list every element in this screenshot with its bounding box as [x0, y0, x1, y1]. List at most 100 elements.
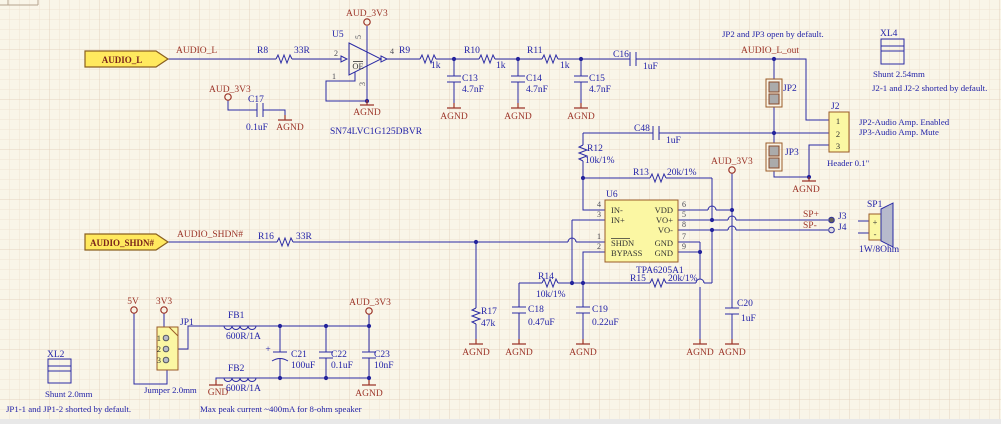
- svg-text:AGND: AGND: [569, 348, 597, 358]
- svg-text:AGND: AGND: [504, 112, 532, 122]
- capacitor-c17: C17 0.1uF: [246, 95, 268, 133]
- svg-text:0.22uF: 0.22uF: [592, 318, 619, 328]
- sp1-plus: +: [873, 217, 878, 227]
- capacitor-c14: C14 4.7nF: [511, 74, 548, 95]
- svg-text:C18: C18: [528, 305, 544, 315]
- capacitors[interactable]: C13 4.7nF C14 4.7nF C15 4.7nF C16 1uF C1…: [246, 50, 756, 371]
- agnd-c14: AGND: [504, 103, 532, 122]
- shunt-xl4[interactable]: XL4 Shunt 2.54mm: [873, 29, 925, 79]
- u5-ref: U5: [332, 30, 344, 40]
- wires[interactable]: [133, 26, 869, 385]
- ic-u5[interactable]: OE U5 SN74LVC1G125DBVR 2 4 1 5 3: [330, 30, 423, 137]
- svg-text:C14: C14: [526, 74, 542, 84]
- jp2-ref: JP2: [783, 84, 797, 94]
- power-pins[interactable]: AUD_3V3 AUD_3V3 AUD_3V3 AUD_3V3 5V 3V3: [127, 9, 753, 315]
- svg-text:R10: R10: [464, 46, 480, 56]
- u5-pin3: 3: [358, 82, 367, 86]
- connector-j4[interactable]: J4: [828, 223, 847, 234]
- agnd-c19: AGND: [569, 339, 597, 358]
- capacitor-c19: C19 0.22uF: [576, 305, 619, 328]
- connector-j2[interactable]: J2 1 2 3 Header 0.1": [827, 102, 870, 168]
- ferrite-beads[interactable]: FB1 600R/1A FB2 600R/1A: [223, 311, 261, 394]
- u5-part: SN74LVC1G125DBVR: [330, 127, 423, 137]
- jp1-desc: Jumper 2.0mm: [144, 385, 197, 395]
- jumper-jp1[interactable]: 1 2 3 JP1 Jumper 2.0mm: [144, 318, 197, 395]
- note-jp23-open: JP2 and JP3 open by default.: [722, 29, 824, 39]
- u6-pinno-9: 9: [682, 242, 686, 251]
- capacitor-c48: C48 1uF: [634, 124, 681, 146]
- svg-text:0.1uF: 0.1uF: [331, 361, 353, 371]
- ferrite-fb2: FB2 600R/1A: [223, 364, 261, 394]
- note-jp3-mute: JP3-Audio Amp. Mute: [859, 127, 939, 137]
- svg-text:C13: C13: [462, 74, 478, 84]
- u6-pinno-5: 5: [682, 210, 686, 219]
- svg-text:R12: R12: [587, 144, 603, 154]
- u6-pinno-4: 4: [597, 200, 601, 209]
- resistor-r12: R12 10k/1%: [577, 144, 615, 166]
- agnd-c15: AGND: [567, 103, 595, 122]
- u6-pinno-8: 8: [682, 220, 686, 229]
- u6-pin-bypass: BYPASS: [611, 248, 643, 258]
- svg-text:1uF: 1uF: [643, 62, 658, 72]
- u6-pinno-7: 7: [682, 232, 686, 241]
- svg-text:4.7nF: 4.7nF: [462, 85, 484, 95]
- resistor-r14: R14 10k/1%: [536, 272, 566, 300]
- net-labels: AUDIO_L AUDIO_SHDN# AUDIO_L_out SP+ SP-: [176, 46, 819, 240]
- svg-text:FB1: FB1: [228, 311, 245, 321]
- speaker-sp1[interactable]: + - SP1 1W/8Ohm: [859, 200, 900, 255]
- capacitor-c20: C20 1uF: [725, 299, 756, 324]
- svg-text:C16: C16: [613, 50, 629, 60]
- j2-ref: J2: [831, 102, 840, 112]
- jp1-ref: JP1: [180, 318, 194, 328]
- svg-text:1k: 1k: [560, 61, 570, 71]
- svg-text:C22: C22: [331, 350, 347, 360]
- u6-pinno-2: 2: [597, 242, 601, 251]
- shunt-xl2[interactable]: XL2 Shunt 2.0mm: [45, 350, 93, 399]
- power-aud3v3-u5: AUD_3V3: [346, 9, 388, 19]
- xl2-desc: Shunt 2.0mm: [45, 389, 93, 399]
- capacitor-c21: + C21 100uF: [265, 345, 315, 371]
- svg-text:0.1uF: 0.1uF: [246, 123, 268, 133]
- svg-text:4.7nF: 4.7nF: [526, 85, 548, 95]
- u6-part: TPA6205A1: [636, 266, 684, 276]
- sheet-border-corner: [0, 0, 39, 6]
- connector-j3[interactable]: J3: [828, 212, 847, 224]
- jp1-pin2: 2: [157, 344, 161, 354]
- j2-desc: Header 0.1": [827, 158, 870, 168]
- xl4-ref: XL4: [880, 29, 898, 39]
- agnd-c20: AGND: [718, 339, 746, 358]
- agnd-c13: AGND: [440, 103, 468, 122]
- port-audio-shdn[interactable]: AUDIO_SHDN#: [84, 233, 170, 251]
- net-label-sp-plus: SP+: [803, 210, 819, 220]
- svg-text:20k/1%: 20k/1%: [667, 168, 697, 178]
- svg-text:33R: 33R: [296, 232, 313, 242]
- gnd-fb2: GND: [208, 380, 228, 398]
- svg-text:AGND: AGND: [718, 348, 746, 358]
- capacitor-c23: C23 10nF: [362, 350, 394, 371]
- jumper-jp3[interactable]: JP3: [765, 142, 799, 172]
- u5-oe-label: OE: [352, 61, 363, 71]
- xl4-desc: Shunt 2.54mm: [873, 69, 925, 79]
- power-5v: 5V: [127, 297, 139, 307]
- u6-pin-in-plus: IN+: [611, 215, 625, 225]
- jumper-jp2[interactable]: JP2: [765, 78, 797, 108]
- agnd-u6-gnd: AGND: [686, 339, 714, 358]
- svg-text:FB2: FB2: [228, 364, 245, 374]
- agnd-j2: AGND: [792, 177, 820, 195]
- port-audio-l[interactable]: AUDIO_L: [84, 50, 170, 68]
- resistors[interactable]: R8 33R R9 1k R10 1k R11 1k R12 10k/1% R1…: [257, 46, 698, 329]
- power-aud3v3-rail: AUD_3V3: [349, 298, 391, 308]
- resistor-r9: R9 1k: [399, 46, 441, 71]
- resistor-r13: R13 20k/1%: [633, 168, 697, 184]
- ic-u6[interactable]: U6 TPA6205A1 IN- IN+ SHDN BYPASS VDD VO+…: [597, 190, 686, 276]
- capacitor-c13: C13 4.7nF: [447, 74, 484, 95]
- annotations: JP2 and JP3 open by default. J2-1 and J2…: [6, 29, 987, 414]
- ground-symbols[interactable]: AGND AGND AGND AGND AGND AGND AGND AGND …: [208, 100, 820, 399]
- u6-pinno-3: 3: [597, 210, 601, 219]
- svg-text:AGND: AGND: [462, 348, 490, 358]
- svg-text:C19: C19: [592, 305, 608, 315]
- xl2-ref: XL2: [47, 350, 65, 360]
- sp1-ref: SP1: [867, 200, 883, 210]
- svg-text:1uF: 1uF: [741, 314, 756, 324]
